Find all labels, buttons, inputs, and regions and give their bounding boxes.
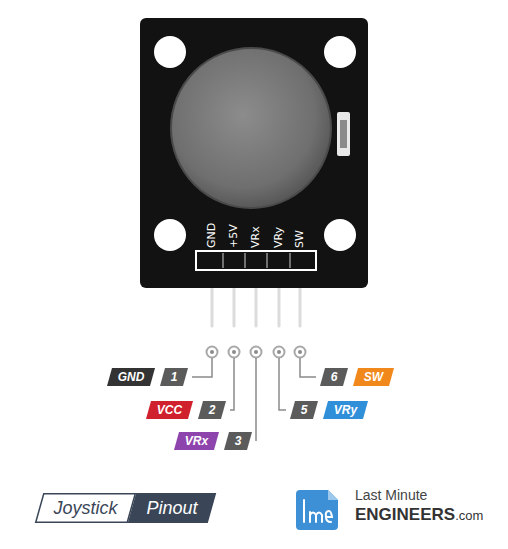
pin-number-tag: 3	[224, 432, 252, 450]
leader-line	[300, 358, 316, 377]
pin-header	[267, 253, 268, 268]
mounting-hole	[324, 219, 356, 251]
silkscreen-label: VRy	[273, 227, 285, 248]
pin-header	[290, 253, 291, 268]
leader-line	[192, 358, 212, 377]
pin-number-tag-text: 5	[299, 401, 310, 419]
pin-dot	[295, 347, 306, 358]
title-badge-text: Pinout	[144, 493, 199, 523]
mounting-hole	[324, 36, 356, 68]
logo-text: .com	[455, 508, 483, 523]
pin-name-tag: VRx	[174, 432, 219, 450]
pin-number-tag-shape	[290, 401, 318, 419]
pin-name-tag-shape	[107, 368, 155, 386]
logo-text: ENGINEERS	[355, 505, 455, 524]
pin-number-tag-text: 6	[329, 368, 340, 386]
pin-number-tag-shape	[224, 432, 252, 450]
leader-line	[230, 358, 234, 410]
pin-dot	[210, 350, 214, 354]
pin-number-tag-text: 1	[169, 368, 180, 386]
pin-dot	[251, 347, 262, 358]
pin-number-tag-text: 2	[207, 401, 218, 419]
title-badge: Joystick	[35, 493, 136, 523]
pin-header	[196, 251, 316, 270]
pin-dots	[207, 347, 306, 358]
pin-name-tag: VRy	[323, 401, 368, 419]
pin-number-tag: 1	[160, 368, 188, 386]
logo-icon	[296, 490, 338, 530]
logo-icon	[328, 490, 338, 500]
pin-number-tag: 6	[320, 368, 348, 386]
pin-header	[223, 253, 224, 268]
logo-icon	[296, 490, 338, 530]
pin-dot	[254, 350, 258, 354]
pin-header	[245, 253, 246, 268]
logo-wordmark: Last MinuteENGINEERS.com	[355, 487, 483, 526]
silkscreen-label: VRx	[250, 226, 262, 248]
silkscreen-label: GND	[206, 223, 218, 248]
joystick-cap	[171, 48, 331, 208]
pin-name-tag-shape	[323, 401, 368, 419]
pin-name-tag-shape	[146, 401, 193, 419]
leader-line	[255, 358, 257, 441]
pin-dots	[210, 350, 302, 354]
pin-number-tag: 5	[290, 401, 318, 419]
pin-dot	[232, 350, 236, 354]
pin-name-tag-text: SW	[362, 368, 385, 386]
joystick-cap	[171, 48, 331, 208]
leader-line	[279, 358, 286, 410]
pin-number-tag-shape	[198, 401, 226, 419]
pin-name-tag-text: GND	[116, 368, 147, 386]
title-badge: Pinout	[128, 493, 216, 523]
logo-text-row: ENGINEERS.com	[355, 504, 483, 526]
pin-name-tag: GND	[107, 368, 155, 386]
title-badge-shape	[36, 494, 136, 523]
pin-name-tag-text: VRx	[183, 432, 210, 450]
pin-dot	[277, 350, 281, 354]
logo-text: Last Minute	[355, 487, 483, 504]
pin-dot	[274, 347, 285, 358]
pin-number-tag-text: 3	[233, 432, 244, 450]
pin-dot	[207, 347, 218, 358]
pin-name-tag: VCC	[146, 401, 193, 419]
pin-name-tag-text: VRy	[332, 401, 359, 419]
switch-tab	[340, 120, 347, 148]
pin-name-tag-shape	[174, 432, 219, 450]
mounting-hole	[154, 36, 186, 68]
pin-name-tag-shape	[353, 368, 394, 386]
silkscreen-label: +5V	[228, 224, 240, 248]
mounting-hole	[154, 219, 186, 251]
title-badge-shape	[129, 494, 216, 523]
pin-number-tag-shape	[160, 368, 188, 386]
leader-lines	[192, 358, 316, 441]
pin-number-tag-shape	[320, 368, 348, 386]
pin-number-tag: 2	[198, 401, 226, 419]
switch-tab	[337, 112, 350, 156]
title-badge-text: Joystick	[51, 493, 119, 523]
pin-header	[223, 253, 290, 268]
pin-dot	[229, 347, 240, 358]
pin-dot	[298, 350, 302, 354]
pin-name-tag-text: VCC	[155, 401, 184, 419]
circuit-board	[140, 18, 368, 288]
silkscreen-label: SW	[294, 230, 306, 248]
logo-icon	[304, 500, 332, 522]
pin-name-tag: SW	[353, 368, 394, 386]
mounting-holes	[154, 36, 356, 251]
